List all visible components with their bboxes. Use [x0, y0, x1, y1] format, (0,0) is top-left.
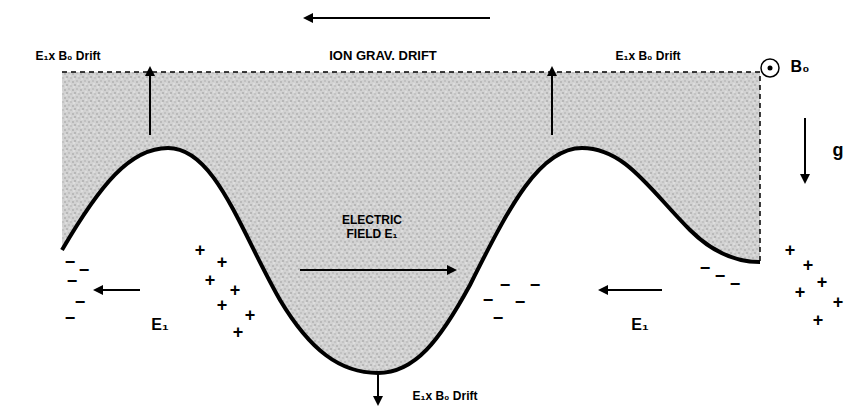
- field-symbol-label: B₀: [791, 58, 810, 76]
- charge-sign-anchor: −: [530, 275, 541, 296]
- drift-arrow: [551, 68, 553, 135]
- charge-sign-anchor: +: [195, 240, 206, 261]
- charge-sign-anchor: +: [785, 240, 796, 261]
- charge-sign: −: [500, 275, 511, 296]
- fluid-boundary: [62, 72, 760, 262]
- charge-sign: +: [833, 292, 844, 313]
- charge-sign: +: [195, 240, 206, 261]
- charge-sign: −: [483, 290, 494, 311]
- charge-sign-anchor: +: [205, 270, 216, 291]
- charge-sign-anchor: −: [75, 292, 86, 313]
- charge-sign: +: [785, 240, 796, 261]
- charge-sign-anchor: +: [217, 295, 228, 316]
- charge-sign-anchor: +: [803, 255, 814, 276]
- drift-label: E₁x B₀ Drift: [35, 50, 100, 64]
- charge-sign: −: [530, 275, 541, 296]
- charge-sign: +: [230, 280, 241, 301]
- drift-label-anchor: E₁x B₀ Drift: [35, 46, 100, 64]
- charge-sign: +: [795, 282, 806, 303]
- drift-label: E₁x B₀ Drift: [412, 390, 477, 404]
- charge-sign: +: [233, 322, 244, 343]
- charge-sign: −: [700, 258, 711, 279]
- charge-sign: −: [79, 260, 90, 281]
- charge-sign-anchor: +: [813, 310, 824, 331]
- charge-sign: −: [493, 308, 504, 329]
- drift-label: E₁x B₀ Drift: [615, 50, 680, 64]
- charge-sign-anchor: +: [233, 322, 244, 343]
- charge-sign-anchor: −: [515, 292, 526, 313]
- charge-sign-anchor: −: [700, 258, 711, 279]
- charge-sign: −: [715, 266, 726, 287]
- gravity-label: g: [833, 140, 844, 161]
- charge-sign-anchor: +: [833, 292, 844, 313]
- drift-arrow: [149, 68, 151, 135]
- field-arrow: [600, 289, 662, 291]
- charge-sign-anchor: −: [65, 308, 76, 329]
- charge-sign: +: [205, 270, 216, 291]
- b-field-dot: [768, 66, 773, 71]
- charge-sign: +: [803, 255, 814, 276]
- drift-label-anchor: ION GRAV. DRIFT: [329, 46, 437, 64]
- field-label: ELECTRIC FIELD E₁: [342, 214, 402, 242]
- field-symbol-label-anchor: B₀: [791, 58, 810, 76]
- charge-sign: −: [730, 274, 741, 295]
- charge-sign-anchor: −: [730, 274, 741, 295]
- charge-sign: −: [65, 308, 76, 329]
- charge-sign: +: [245, 305, 256, 326]
- field-arrow: [300, 269, 455, 271]
- gravity-label-anchor: g: [833, 140, 844, 161]
- field-label-anchor: E₁: [151, 316, 168, 334]
- charge-sign-anchor: −: [79, 260, 90, 281]
- charge-sign-anchor: −: [483, 290, 494, 311]
- gravity-arrow: [804, 118, 806, 182]
- field-label-anchor: ELECTRIC FIELD E₁: [342, 214, 402, 242]
- charge-sign-anchor: +: [795, 282, 806, 303]
- charge-sign: +: [813, 310, 824, 331]
- drift-label-anchor: E₁x B₀ Drift: [412, 386, 477, 404]
- drift-label-anchor: E₁x B₀ Drift: [615, 46, 680, 64]
- charge-sign-anchor: −: [65, 252, 76, 273]
- drift-arrow: [377, 373, 379, 404]
- charge-sign-anchor: −: [67, 271, 78, 292]
- charge-sign-anchor: −: [715, 266, 726, 287]
- b-field-symbol: [761, 59, 779, 77]
- interface-curve: [62, 148, 760, 373]
- field-label: E₁: [631, 316, 648, 334]
- charge-sign: +: [217, 295, 228, 316]
- grav-drift-arrow: [305, 17, 490, 19]
- shaded-fluid: [62, 72, 760, 373]
- charge-sign-anchor: +: [217, 252, 228, 273]
- charge-sign: −: [75, 292, 86, 313]
- field-arrow: [95, 289, 140, 291]
- charge-sign: −: [515, 292, 526, 313]
- charge-sign: +: [817, 272, 828, 293]
- charge-sign: +: [217, 252, 228, 273]
- charge-sign-anchor: −: [493, 308, 504, 329]
- charge-sign-anchor: −: [500, 275, 511, 296]
- field-label: E₁: [151, 316, 168, 334]
- charge-sign: −: [67, 271, 78, 292]
- charge-sign: −: [65, 252, 76, 273]
- charge-sign-anchor: +: [817, 272, 828, 293]
- charge-sign-anchor: +: [230, 280, 241, 301]
- drift-label: ION GRAV. DRIFT: [329, 49, 437, 64]
- charge-sign-anchor: +: [245, 305, 256, 326]
- field-label-anchor: E₁: [631, 316, 648, 334]
